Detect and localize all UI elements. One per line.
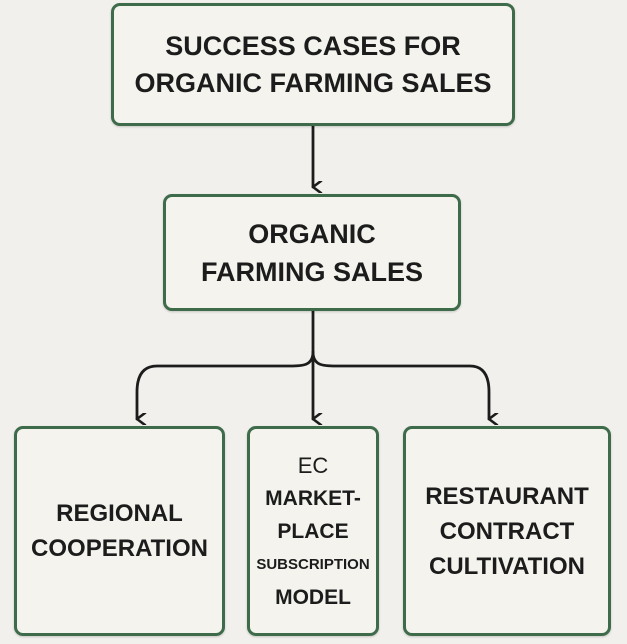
leaf-node-ec-marketplace: EC MARKET- PLACE SUBSCRIPTION MODEL: [247, 426, 379, 636]
root-node-box: SUCCESS CASES FOR ORGANIC FARMING SALES: [111, 3, 515, 126]
leaf-center-line-1: EC: [297, 452, 329, 478]
arrow-middle-to-right: [311, 350, 489, 419]
root-node-line-2: ORGANIC FARMING SALES: [134, 67, 492, 98]
middle-node-line-2: FARMING SALES: [200, 256, 423, 287]
middle-node-line-1: ORGANIC: [248, 218, 376, 249]
root-node-line-1: SUCCESS CASES FOR: [165, 30, 461, 61]
leaf-left-line-1: REGIONAL: [56, 500, 183, 527]
leaf-center-line-2: MARKET-: [265, 486, 361, 510]
leaf-right-line-2: CONTRACT: [439, 517, 575, 545]
leaf-right-line-1: RESTAURANT: [425, 482, 589, 510]
arrow-middle-to-left: [135, 350, 315, 419]
leaf-center-line-5: MODEL: [275, 585, 351, 609]
leaf-left-line-2: COOPERATION: [31, 535, 208, 562]
leaf-node-restaurant-contract: RESTAURANT CONTRACT CULTIVATION: [403, 426, 611, 636]
middle-node-box: ORGANIC FARMING SALES: [163, 194, 461, 311]
leaf-center-line-3: PLACE: [277, 519, 349, 543]
leaf-right-line-3: CULTIVATION: [429, 552, 585, 580]
leaf-center-line-4: SUBSCRIPTION: [256, 555, 370, 573]
leaf-node-regional-cooperation: REGIONAL COOPERATION: [14, 426, 225, 636]
